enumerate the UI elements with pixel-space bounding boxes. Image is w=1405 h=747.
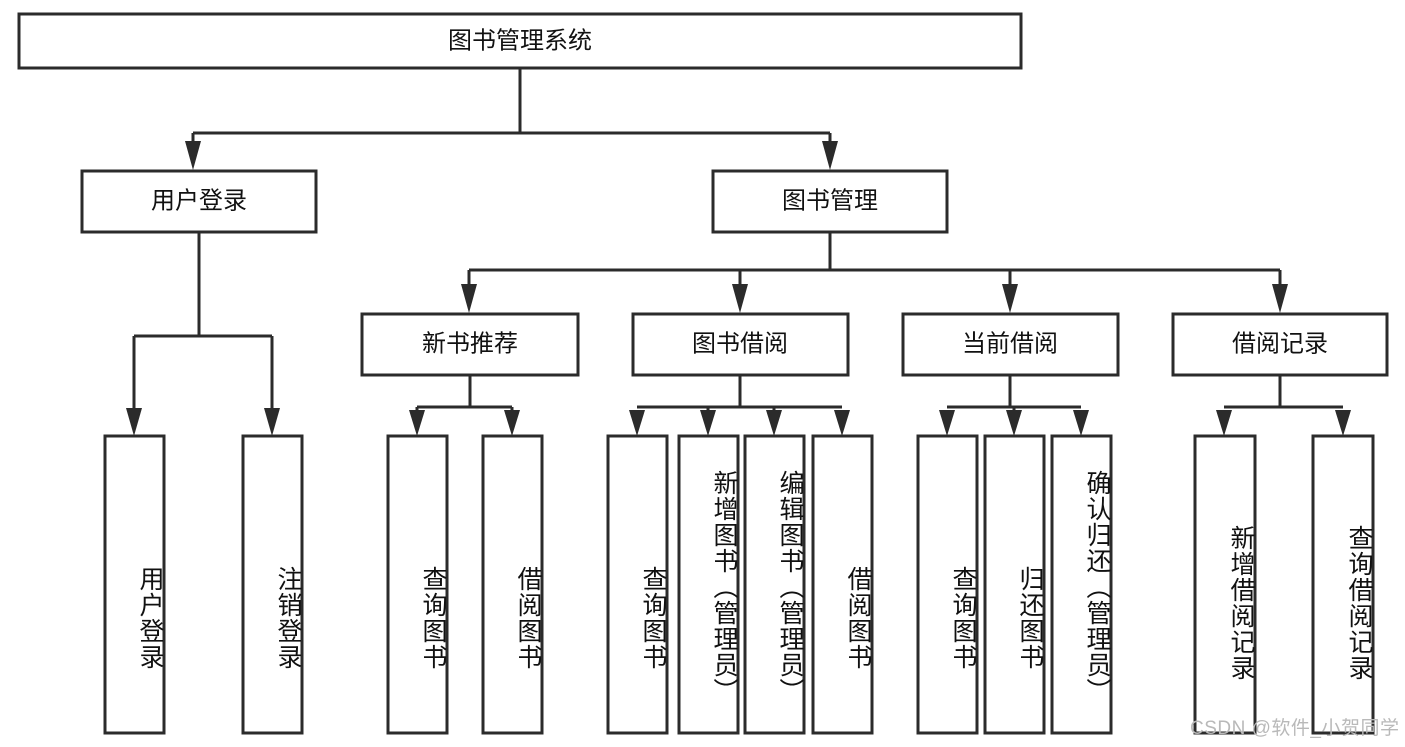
node-leaf-add-book-box[interactable] xyxy=(677,434,740,735)
node-borrow-record-box[interactable] xyxy=(1171,312,1389,377)
node-user-login-label: 用户登录 xyxy=(151,187,247,214)
node-borrow-record-label: 借阅记录 xyxy=(1232,330,1328,357)
arrowhead-leaf-add-book xyxy=(700,410,716,436)
node-book-borrow-box[interactable] xyxy=(631,312,850,377)
arrowhead-leaf-query-record xyxy=(1335,410,1351,436)
node-book-borrow-label: 图书借阅 xyxy=(692,330,788,357)
arrowhead-leaf-logout-login xyxy=(264,408,280,436)
arrowhead-leaf-borrow-book-1 xyxy=(504,410,520,436)
node-leaf-edit-book-box[interactable] xyxy=(743,434,806,735)
node-root-box[interactable] xyxy=(17,12,1023,70)
arrowhead-leaf-return-book xyxy=(1006,410,1022,436)
arrowhead-to-borrow-record xyxy=(1272,284,1288,313)
node-root-label: 图书管理系统 xyxy=(448,27,592,54)
arrowhead-leaf-edit-book xyxy=(766,410,782,436)
arrowhead-leaf-borrow-book-2 xyxy=(834,410,850,436)
arrowhead-leaf-query-book-2 xyxy=(629,410,645,436)
arrowhead-to-current-borrow xyxy=(1002,284,1018,313)
node-current-borrow-box[interactable] xyxy=(901,312,1120,377)
node-leaf-confirm-return-box[interactable] xyxy=(1050,434,1113,735)
csdn-watermark: CSDN @软件_小贺同学 xyxy=(1190,718,1400,739)
arrowhead-leaf-query-book-3 xyxy=(939,410,955,436)
node-leaf-query-record-box[interactable] xyxy=(1311,434,1375,735)
node-leaf-borrow-book-1-box[interactable] xyxy=(481,434,544,735)
node-leaf-logout-login-box[interactable] xyxy=(241,434,304,735)
arrowhead-leaf-user-login xyxy=(126,408,142,436)
node-leaf-query-book-2-box[interactable] xyxy=(606,434,669,735)
arrowhead-to-new-book-recommend xyxy=(461,284,477,313)
node-leaf-query-book-1-box[interactable] xyxy=(386,434,449,735)
arrowhead-leaf-query-book-1 xyxy=(409,410,425,436)
arrowhead-leaf-add-record xyxy=(1216,410,1232,436)
node-book-manage-label: 图书管理 xyxy=(782,187,878,214)
arrowhead-to-book-manage xyxy=(822,141,838,170)
node-leaf-return-book-box[interactable] xyxy=(983,434,1046,735)
node-new-book-recommend-label: 新书推荐 xyxy=(422,330,518,357)
node-book-manage-box[interactable] xyxy=(711,169,949,234)
node-leaf-add-record-box[interactable] xyxy=(1193,434,1257,735)
node-new-book-recommend-box[interactable] xyxy=(360,312,580,377)
arrowhead-leaf-confirm-return xyxy=(1073,410,1089,436)
arrowhead-to-user-login xyxy=(185,141,201,170)
arrowhead-to-book-borrow xyxy=(732,284,748,313)
node-leaf-query-book-3-box[interactable] xyxy=(916,434,979,735)
node-leaf-borrow-book-2-box[interactable] xyxy=(811,434,874,735)
node-leaf-user-login-box[interactable] xyxy=(103,434,166,735)
node-current-borrow-label: 当前借阅 xyxy=(962,330,1058,357)
